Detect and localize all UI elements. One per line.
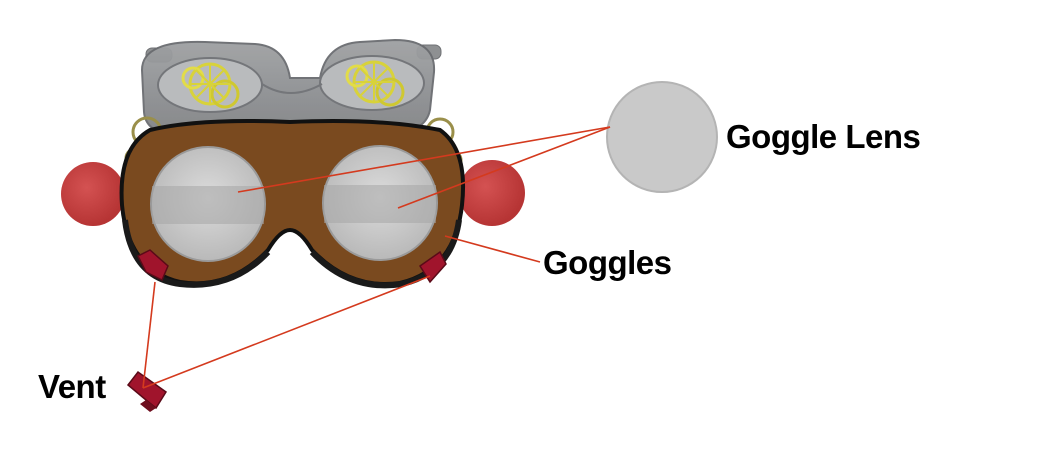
leader-vent-right xyxy=(143,276,430,388)
leader-goggles xyxy=(445,236,540,262)
label-vent: Vent xyxy=(38,370,106,403)
side-disc-left xyxy=(61,162,125,226)
standalone-lens xyxy=(607,82,717,192)
lens-left xyxy=(151,147,265,261)
side-disc-right xyxy=(459,160,525,226)
leader-vent-left xyxy=(143,282,155,388)
label-goggles: Goggles xyxy=(543,246,672,279)
label-goggle-lens: Goggle Lens xyxy=(726,120,920,153)
standalone-vent xyxy=(128,372,166,412)
lens-right xyxy=(323,146,437,260)
